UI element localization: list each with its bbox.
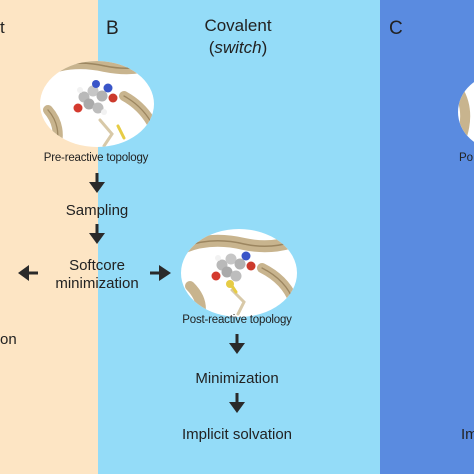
arrow-minimization-to-implicit <box>229 393 245 413</box>
close-paren: ) <box>261 38 268 57</box>
switch-word: switch <box>214 38 262 57</box>
arrow-softcore-right <box>150 265 171 281</box>
panel-b-letter: B <box>106 18 119 39</box>
sampling-label: Sampling <box>65 202 129 219</box>
panel-c-letter: C <box>389 18 403 39</box>
arrow-softcore-left <box>18 265 38 281</box>
panel-b-title: Covalent <box>204 16 272 35</box>
pre-reactive-molecule-image <box>40 61 154 147</box>
post-reactive-molecule-image <box>181 229 297 317</box>
minimization-label-softcore: minimization <box>55 275 139 292</box>
panel-b-subtitle: (switch) <box>209 38 268 58</box>
arrow-post-to-minimization <box>229 334 245 354</box>
panel-a-text-fragment: on <box>0 331 17 348</box>
panel-c-molecule-image <box>458 82 474 142</box>
pre-reactive-label: Pre-reactive topology <box>43 152 149 164</box>
arrow-sampling-to-softcore <box>89 224 105 244</box>
open-paren: ( <box>208 38 215 57</box>
post-reactive-label: Post-reactive topology <box>182 314 292 326</box>
panel-c <box>380 0 474 474</box>
arrow-pre-to-sampling <box>89 173 105 193</box>
panel-c-bottom-fragment: Im <box>461 426 474 443</box>
minimization-label: Minimization <box>195 370 279 387</box>
softcore-label: Softcore <box>69 257 125 274</box>
implicit-solvation-label: Implicit solvation <box>181 426 293 443</box>
panel-a-heading-fragment: t <box>0 18 5 37</box>
panel-c-top-fragment: Po <box>459 152 474 164</box>
